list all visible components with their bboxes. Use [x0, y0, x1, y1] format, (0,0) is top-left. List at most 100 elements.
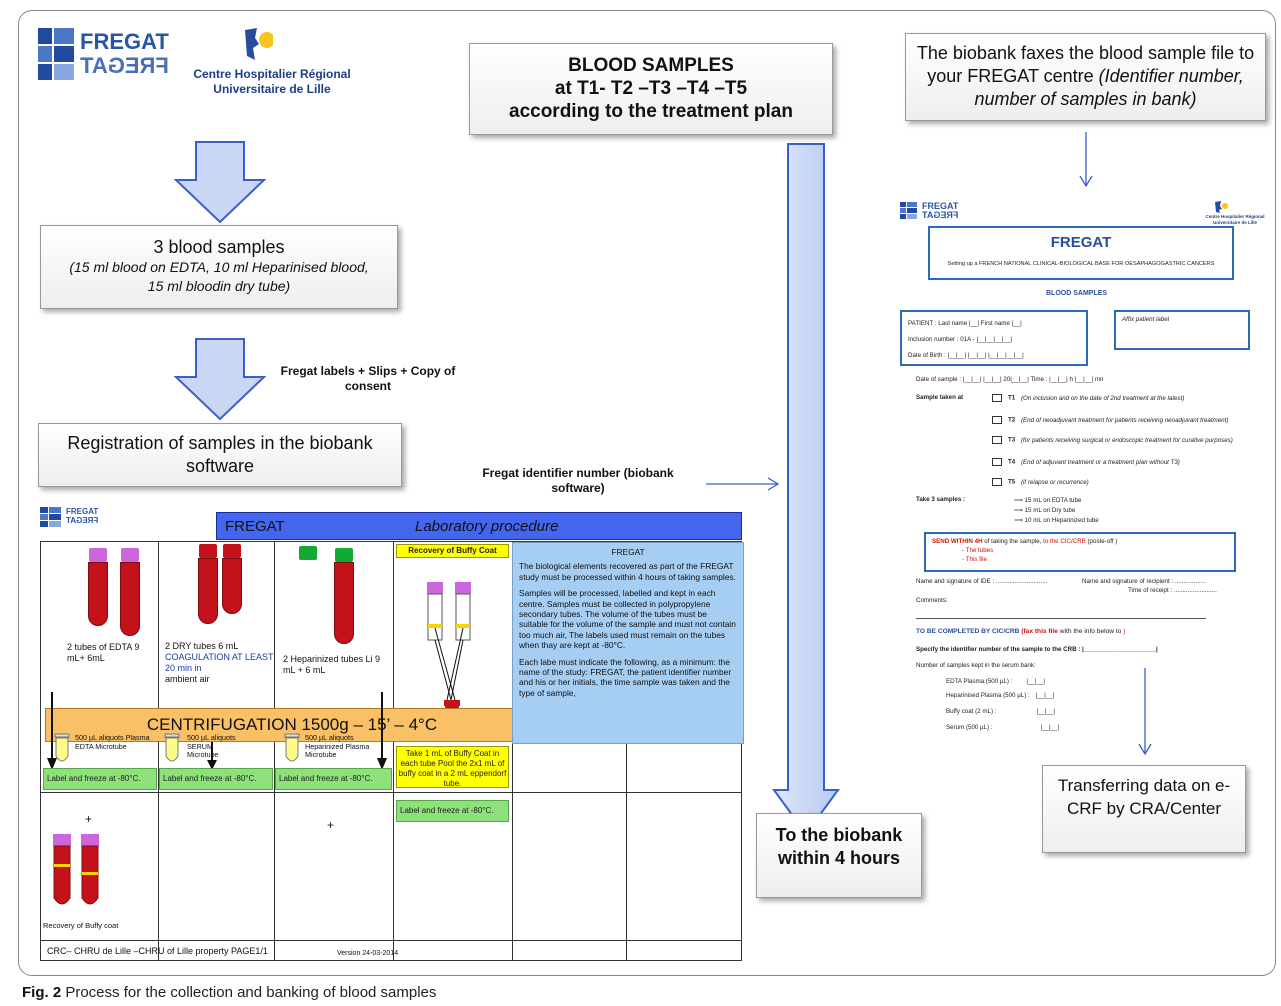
col2-down-arrow-icon [207, 742, 217, 770]
biobank-fax-detail: (Identifier number, number of samples in… [974, 66, 1244, 109]
t1-checkbox[interactable] [992, 394, 1002, 402]
buffy-instructions: Take 1 mL of Buffy Coat in each tube Poo… [396, 746, 509, 788]
t5-row[interactable]: T5 (if relapse or recurrence) [992, 478, 1089, 486]
fregat-logo-text: FREGAT [80, 29, 169, 54]
col3-tube-text: 2 Heparinized tubes Li 9 mL + 6 mL [283, 654, 381, 675]
lab-info-box: FREGAT The biological elements recovered… [512, 542, 744, 744]
t4-checkbox[interactable] [992, 458, 1002, 466]
long-down-arrow-icon [772, 143, 840, 836]
blood-sample-form: FREGAT FREGAT Centre Hospitalier Régiona… [896, 196, 1266, 742]
form-chru-logo-text: Centre Hospitalier Régional Universitair… [1205, 214, 1265, 225]
label-freeze-4: Label and freeze at -80°C. [396, 800, 509, 822]
dry-tube-cap-2 [223, 544, 241, 558]
t3-row[interactable]: T3 (for patients receiving surgical or e… [992, 436, 1233, 444]
fregat-logo-mirror-text: FREGAT [80, 53, 169, 78]
fregat-logo: FREGAT FREGAT [38, 28, 169, 80]
lab-procedure-sheet: FREGAT FREGAT FREGAT Laboratory procedur… [36, 505, 744, 965]
lab-fregat-logo-icon [40, 507, 64, 529]
col2-tube-text: 2 DRY tubes 6 mL COAGULATION AT LEAST 20… [165, 641, 274, 684]
send-within-box: SEND WITHIN 4H of taking the sample, to … [924, 532, 1236, 572]
label-freeze-3: Label and freeze at -80°C. [275, 768, 392, 790]
blood-samples-title: BLOOD SAMPLES [568, 55, 734, 76]
aliquot-3-text: 500 µL aliquots Heparinized Plasma Micro… [305, 733, 370, 759]
label-freeze-1: Label and freeze at -80°C. [43, 768, 157, 790]
identifier-number-note: Fregat identifier number (biobank softwa… [482, 466, 674, 495]
form-section-title: BLOOD SAMPLES [1046, 290, 1108, 297]
hep-plasma-row: Heparinised Plasma (500 µL) :|__|__| [946, 692, 1055, 699]
t2-checkbox[interactable] [992, 416, 1002, 424]
blood-samples-header-box: BLOOD SAMPLES at T1- T2 –T3 –T4 –T5 acco… [469, 43, 833, 135]
right-arrow-icon [706, 477, 780, 491]
biobank-fax-text: The biobank faxes the blood sample file … [916, 43, 1255, 86]
t3-checkbox[interactable] [992, 436, 1002, 444]
form-title: FREGAT [1050, 234, 1112, 251]
figure-caption: Fig. 2 Process for the collection and ba… [22, 984, 436, 1001]
to-be-completed: TO BE COMPLETED BY CIC/CRB (fax this fil… [916, 628, 1126, 635]
registration-box: Registration of samples in the biobank s… [38, 423, 402, 487]
plus-sign-1: + [85, 812, 93, 826]
lab-grid: 2 tubes of EDTA 9 mL+ 6mL 2 DRY tubes 6 … [40, 541, 742, 961]
three-samples-title: 3 blood samples [153, 237, 285, 257]
lab-title-bar: FREGAT Laboratory procedure [216, 512, 742, 540]
labels-slips-note: Fregat labels + Slips + Copy of consent [280, 364, 456, 393]
chru-logo-icon [243, 26, 275, 62]
caption-text: Process for the collection and banking o… [65, 984, 437, 1001]
name-ide: Name and signature of IDE : ............… [916, 578, 1048, 585]
lab-info-p3: Each labe must indicate the following, a… [519, 656, 732, 698]
time-receipt: Time of receipt : ......................… [1128, 587, 1217, 594]
dry-tube-1 [198, 558, 218, 624]
lab-info-title: FREGAT [611, 547, 645, 557]
patient-box: PATIENT : Last name |__| First name |__|… [900, 310, 1088, 366]
heparin-tube-1 [334, 562, 354, 644]
buffy-coat-header: Recovery of Buffy Coat [396, 544, 509, 558]
heparin-tube-cap-2 [335, 548, 353, 562]
down-arrow-1-icon [173, 141, 267, 224]
form-fregat-logo-text: FREGAT FREGAT [922, 201, 959, 221]
recovery-buffy-coat-text: Recovery of Buffy coat [43, 921, 119, 930]
dry-tube-2 [222, 558, 242, 614]
edta-aliquot-icon [54, 733, 70, 762]
lab-title-left: FREGAT [225, 517, 285, 535]
col1-tube-text: 2 tubes of EDTA 9 mL+ 6mL [67, 642, 140, 663]
lab-footer: CRC– CHRU de Lille –CHRU of Lille proper… [47, 946, 268, 956]
comments: Comments: [916, 597, 948, 604]
buffy-row: Buffy coat (2 mL) :|__|__| [946, 708, 1056, 715]
aliquot-2-text: 500 µL aliquots SERUM Microtube [187, 733, 236, 759]
transferring-box: Transferring data on e-CRF by CRA/Center [1042, 765, 1246, 853]
take-3-samples: Take 3 samples : [916, 496, 966, 503]
to-biobank-box: To the biobank within 4 hours [756, 813, 922, 898]
inclusion-line: Inclusion number : 01A - |__|__|__|__| [908, 336, 1013, 343]
edta-tube-cap-2 [121, 548, 139, 562]
edta-plasma-row: EDTA Plasma (500 µL) :|__|__| [946, 678, 1045, 685]
down-arrow-3-icon [1079, 132, 1093, 188]
edta-tube-2 [120, 562, 140, 636]
sample-taken-at: Sample taken at [916, 394, 964, 401]
three-blood-samples-box: 3 blood samples (15 ml blood on EDTA, 10… [40, 225, 398, 309]
t4-row[interactable]: T4 (End of adjuvant treatment or a treat… [992, 458, 1180, 466]
figure-frame [18, 10, 1276, 976]
col1-down-arrow-icon [47, 692, 57, 770]
name-recipient: Name and signature of recipient : ......… [1082, 578, 1206, 585]
blood-samples-timepoints: at T1- T2 –T3 –T4 –T5 [554, 78, 748, 99]
affix-label-box: Affix patient label [1114, 310, 1250, 350]
lab-info-p2: Samples will be processed, labelled and … [519, 588, 736, 651]
edta-tube-cap-1 [89, 548, 107, 562]
dob-line: Date of Birth : |__|__| |__|__| |__|__|_… [908, 352, 1024, 359]
lab-fregat-logo-text: FREGAT FREGAT [66, 507, 99, 525]
t1-row[interactable]: T1 (On inclusion and on the date of 2nd … [992, 394, 1184, 402]
t5-checkbox[interactable] [992, 478, 1002, 486]
serum-row: Serum (500 µL) :|__|__| [946, 724, 1060, 731]
col3-down-arrow-icon [377, 692, 387, 770]
chru-logo-text: Centre Hospitalier Régional Universitair… [193, 67, 351, 96]
heparin-aliquot-icon [284, 733, 300, 762]
t2-row[interactable]: T2 (End of neoadjuvant treatment for pat… [992, 416, 1228, 424]
serum-aliquot-icon [164, 733, 180, 762]
heparin-tube-cap-1 [299, 546, 317, 560]
down-arrow-2-icon [173, 338, 267, 421]
biobank-fax-box: The biobank faxes the blood sample file … [905, 33, 1266, 121]
three-samples-detail: (15 ml blood on EDTA, 10 ml Heparinised … [69, 259, 369, 294]
fregat-logo-icon [38, 28, 74, 80]
form-subtitle: Setting up a FRENCH NATIONAL CLINICAL-BI… [947, 261, 1215, 267]
specify-identifier: Specify the identifier number of the sam… [916, 646, 1158, 653]
form-title-box: FREGAT Setting up a FRENCH NATIONAL CLIN… [928, 226, 1234, 280]
